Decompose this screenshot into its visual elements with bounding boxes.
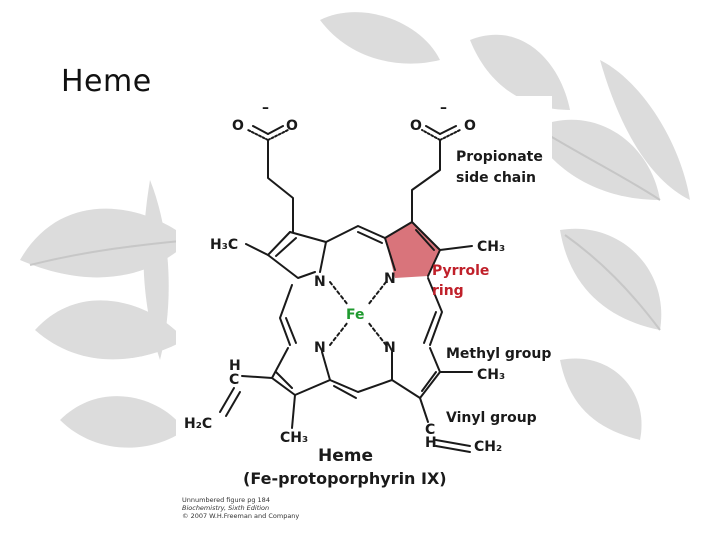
- heme-molecule-drawing: O O – O O – H₃C CH₃ N N N N Fe H C H₂C C…: [184, 100, 551, 488]
- atom-h2c: H₂C: [184, 416, 212, 432]
- label-side-chain: side chain: [456, 170, 536, 186]
- heme-structure-figure: O O – O O – H₃C CH₃ N N N N Fe H C H₂C C…: [176, 96, 552, 528]
- credit-book: Biochemistry, Sixth Edition: [182, 504, 270, 512]
- leaf-shape: [560, 358, 642, 440]
- atom-n: N: [314, 340, 326, 356]
- atom-ch2: CH₂: [474, 439, 502, 455]
- label-propionate: Propionate: [456, 149, 543, 165]
- credit-figure: Unnumbered figure pg 184: [182, 496, 270, 504]
- leaf-shape: [35, 300, 185, 360]
- atom-n: N: [384, 271, 396, 287]
- pyrrole-ring-highlight: [385, 222, 440, 278]
- leaf-shape: [143, 180, 169, 360]
- leaf-stem: [539, 129, 661, 201]
- credit-publisher: © 2007 W.H.Freeman and Company: [182, 512, 300, 520]
- atom-o: O: [286, 118, 298, 134]
- label-methyl-group: Methyl group: [446, 346, 551, 362]
- atom-o: O: [232, 118, 244, 134]
- leaf-stem: [29, 239, 191, 266]
- leaf-shape: [320, 12, 440, 64]
- atom-ch3: CH₃: [280, 430, 308, 446]
- atom-o: O: [464, 118, 476, 134]
- leaf-shape: [60, 396, 185, 448]
- atom-n: N: [384, 340, 396, 356]
- atom-o: O: [410, 118, 422, 134]
- atom-h: H: [425, 435, 437, 451]
- atom-c: C: [229, 372, 239, 388]
- label-vinyl-group: Vinyl group: [446, 410, 537, 426]
- atom-ch3: CH₃: [477, 239, 505, 255]
- atom-h: H: [229, 358, 241, 374]
- leaf-shape: [600, 60, 690, 200]
- molecule-name-subtitle: (Fe-protoporphyrin IX): [243, 469, 447, 488]
- label-ring: ring: [432, 283, 464, 299]
- leaf-shape: [560, 228, 662, 330]
- atom-c: C: [425, 422, 435, 438]
- atom-fe: Fe: [346, 307, 365, 323]
- atom-ch3: CH₃: [477, 367, 505, 383]
- atom-h3c: H₃C: [210, 237, 238, 253]
- leaf-shape: [470, 34, 570, 110]
- slide-title: Heme: [61, 64, 152, 99]
- charge-minus: –: [262, 100, 269, 116]
- leaf-stem: [564, 234, 661, 331]
- atom-n: N: [314, 274, 326, 290]
- molecule-name: Heme: [318, 446, 373, 466]
- label-pyrrole: Pyrrole: [432, 263, 489, 279]
- charge-minus: –: [440, 100, 447, 116]
- bond-lines: [219, 125, 473, 453]
